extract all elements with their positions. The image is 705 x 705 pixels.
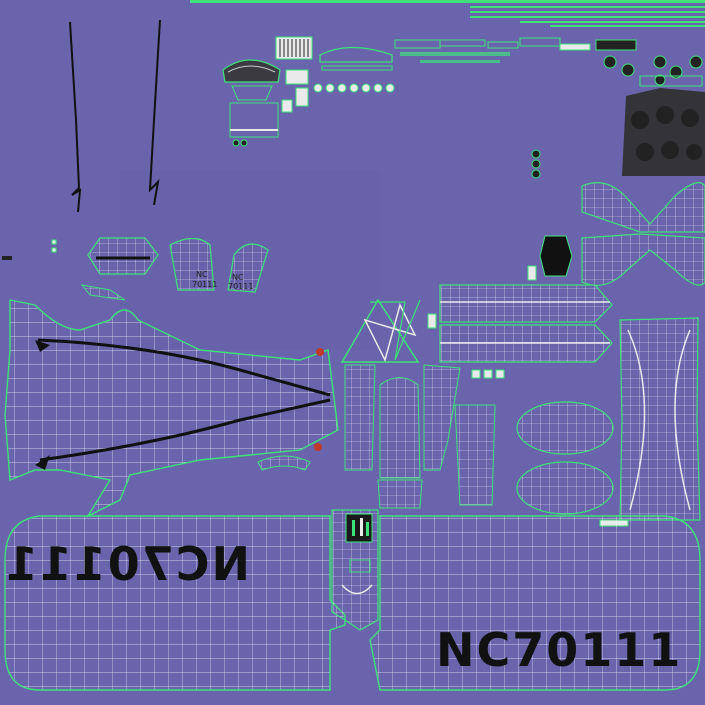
center-section-piece	[331, 509, 379, 631]
tail-fin-right: NC 70111	[227, 243, 269, 293]
tail-left-number: 70111	[192, 280, 217, 289]
bowtie-piece	[619, 317, 701, 521]
saddle-piece	[257, 455, 311, 471]
propeller-marks	[69, 19, 161, 213]
engine-texture	[622, 88, 705, 176]
black-panel	[539, 235, 573, 277]
fuselage-side-piece	[4, 284, 339, 518]
wing-right-registration: NC70111	[436, 623, 682, 677]
tail-fin-left: NC 70111	[169, 237, 217, 291]
wing-left-piece: NC70111	[4, 515, 346, 691]
tail-right-number: 70111	[228, 282, 253, 291]
gear-fairing-pieces	[344, 364, 496, 509]
tail-left-prefix: NC	[196, 270, 208, 279]
strut-piece	[340, 298, 421, 363]
small-tab-2	[427, 313, 437, 329]
hexagon-piece	[87, 237, 159, 275]
small-tab	[527, 265, 537, 281]
left-edge-marks	[2, 239, 57, 260]
top-strip-elements	[190, 0, 705, 27]
tail-right-prefix: NC	[232, 273, 244, 282]
small-round-parts	[531, 149, 541, 179]
wing-right-piece: NC70111	[369, 515, 701, 691]
wing-left-registration: NC70111	[4, 537, 250, 591]
cowling-piece	[222, 59, 281, 147]
tank-piece	[439, 284, 613, 363]
wheel-pieces	[516, 401, 614, 515]
small-parts-cluster	[275, 36, 703, 113]
